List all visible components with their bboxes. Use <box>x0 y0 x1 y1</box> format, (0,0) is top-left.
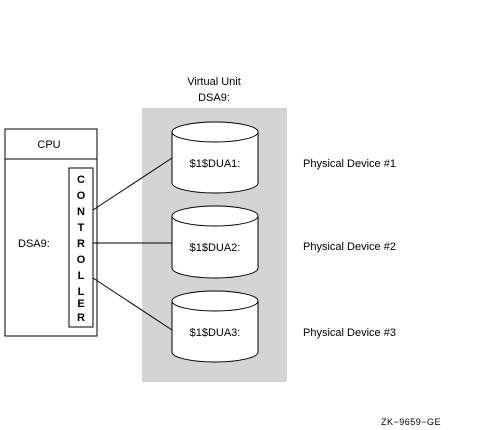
virtual-unit-title-line2: DSA9: <box>198 92 230 104</box>
connection-line-disk3 <box>92 277 173 331</box>
controller-letter: E <box>77 298 84 310</box>
physical-device-label-1: Physical Device #1 <box>303 158 396 170</box>
connection-line-disk1 <box>92 157 173 211</box>
virtual-unit-title-line1: Virtual Unit <box>187 76 241 88</box>
controller-box <box>68 167 94 328</box>
controller-letters: C O N T R O L L E R <box>77 174 86 324</box>
physical-device-label-3: Physical Device #3 <box>303 327 396 339</box>
controller-letter: R <box>77 312 85 324</box>
physical-device-label-2: Physical Device #2 <box>303 241 396 253</box>
controller-letter: L <box>78 286 85 298</box>
controller-letter: L <box>78 270 85 282</box>
controller-letter: O <box>77 190 86 202</box>
controller-letter: C <box>77 174 85 186</box>
disk-label-2: $1$DUA2: <box>190 242 241 254</box>
cpu-device-label: DSA9: <box>18 238 50 250</box>
cpu-label: CPU <box>37 139 60 151</box>
disk-label-1: $1$DUA1: <box>190 158 241 170</box>
disk-cylinder-2: $1$DUA2: <box>171 205 259 279</box>
disk-cylinder-1: $1$DUA1: <box>171 121 259 194</box>
figure-id: ZK−9659−GE <box>381 417 441 427</box>
disk-cylinder-3: $1$DUA3: <box>171 290 259 363</box>
controller-letter: R <box>77 238 85 250</box>
controller-letter: N <box>77 206 85 218</box>
controller-letter: O <box>77 254 86 266</box>
controller-letter: T <box>78 222 85 234</box>
disk-label-3: $1$DUA3: <box>190 327 241 339</box>
